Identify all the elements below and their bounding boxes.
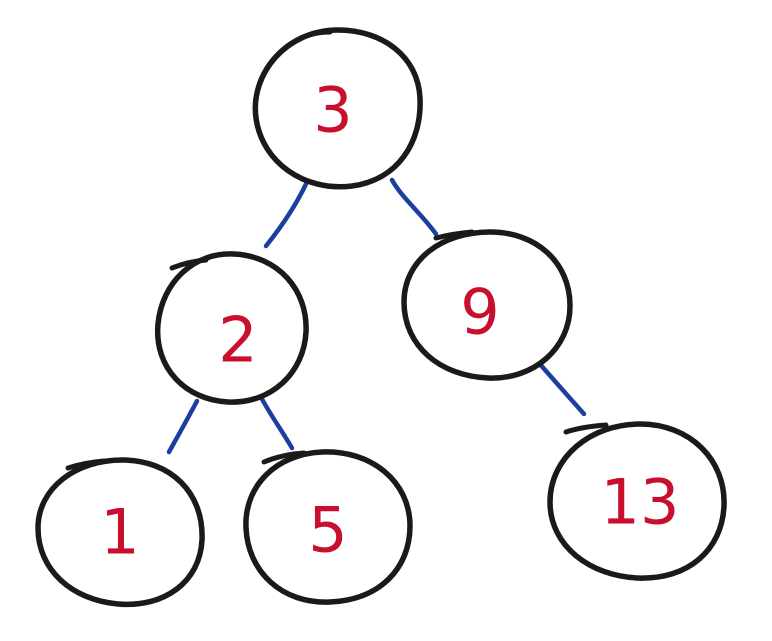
node-stroke-start (303, 29, 333, 39)
node-stroke-start (261, 450, 307, 465)
edge-2-to-1 (166, 398, 200, 455)
tree-node-3: 3 (252, 27, 423, 190)
tree-node-13: 13 (547, 421, 727, 581)
edge-3-to-2 (263, 181, 309, 249)
node-label: 13 (601, 466, 680, 539)
tree-node-2: 2 (154, 251, 309, 405)
tree-node-1: 1 (35, 457, 205, 608)
node-circle (547, 421, 727, 581)
edge-2-to-5 (259, 396, 295, 451)
node-label: 5 (308, 494, 347, 567)
tree-edges (166, 177, 587, 455)
node-stroke-start (65, 458, 107, 471)
node-label: 1 (100, 496, 139, 569)
node-circle (401, 229, 573, 381)
node-stroke-start (563, 422, 609, 435)
node-circle (35, 457, 205, 608)
node-label: 3 (313, 74, 352, 147)
node-circle (154, 251, 309, 405)
node-stroke-start (169, 257, 209, 271)
node-circle (252, 27, 423, 190)
node-label: 2 (218, 304, 257, 377)
edge-3-to-9 (389, 177, 439, 237)
node-label: 9 (460, 276, 499, 349)
tree-node-9: 9 (401, 229, 573, 381)
tree-node-5: 5 (243, 449, 413, 605)
node-stroke-start (433, 229, 475, 241)
node-circle (243, 449, 413, 605)
edge-9-to-13 (536, 360, 587, 417)
